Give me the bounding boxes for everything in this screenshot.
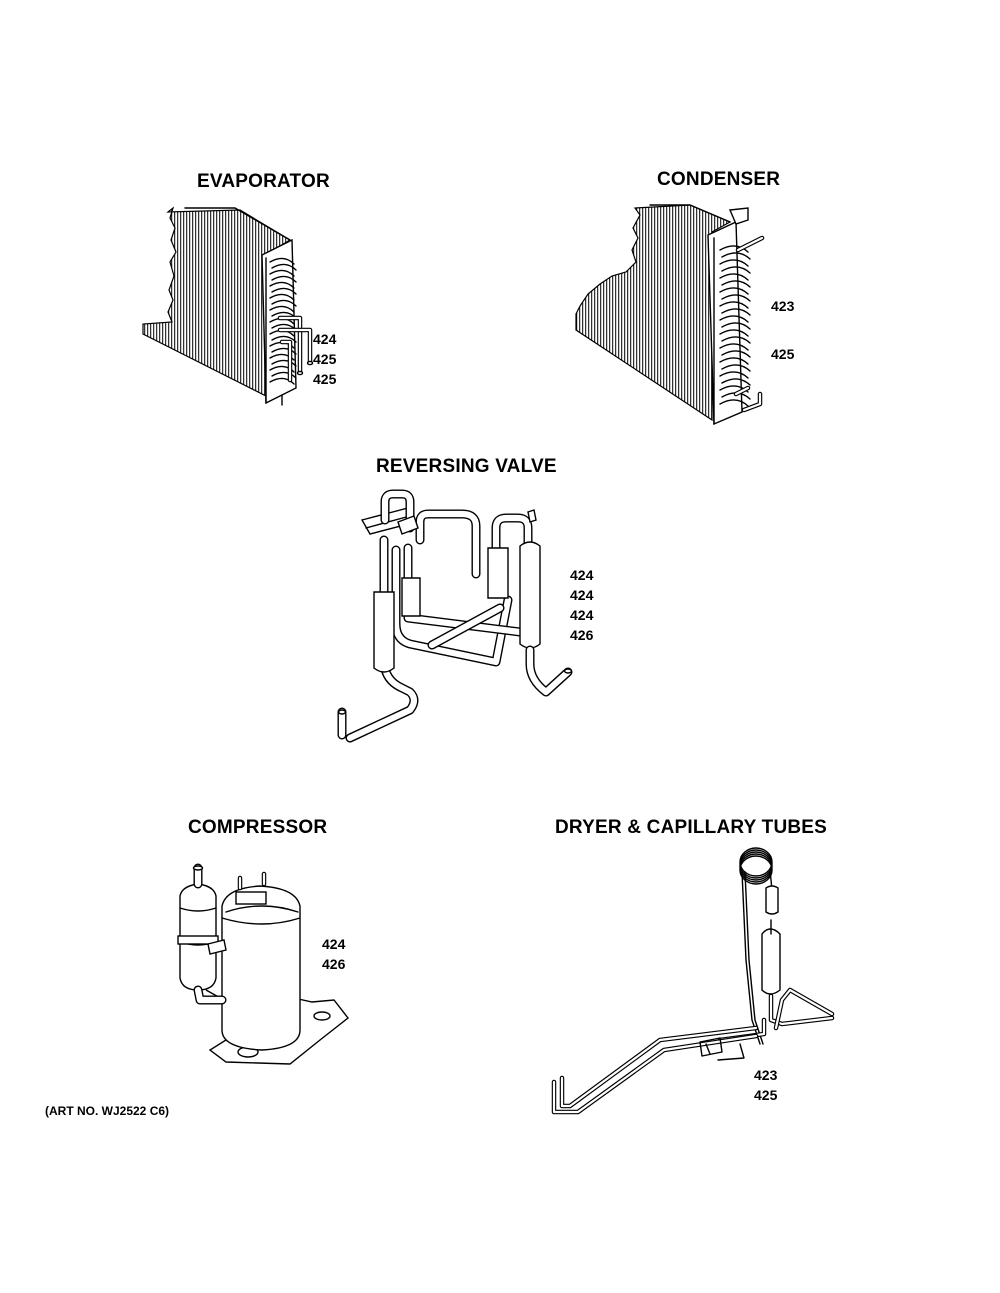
evaporator-drawing [142,206,314,406]
evaporator-part-numbers: 424 425 425 [313,329,336,389]
art-number: (ART NO. WJ2522 C6) [45,1104,170,1118]
part-number: 424 [313,331,337,347]
part-number: 424 [570,587,594,603]
reversing-valve-title: REVERSING VALVE [376,456,557,477]
compressor-title: COMPRESSOR [188,817,328,838]
part-number: 426 [322,956,346,972]
part-number: 425 [313,351,337,367]
part-number: 423 [771,298,795,314]
reversing-valve-drawing [337,489,573,743]
part-number: 424 [322,936,346,952]
evaporator-title: EVAPORATOR [197,171,330,192]
compressor-part-numbers: 424 426 [322,934,345,974]
part-number: 425 [771,346,795,362]
condenser-drawing [575,204,765,426]
compressor-drawing [177,863,349,1065]
part-number: 424 [570,567,594,583]
dryer-part-numbers: 423 425 [754,1065,777,1105]
dryer-capillary-drawing [551,847,835,1115]
dryer-title: DRYER & CAPILLARY TUBES [555,817,828,838]
reversing-valve-part-numbers: 424 424 424 426 [570,565,593,645]
part-number: 426 [570,627,594,643]
part-number: 425 [313,371,337,387]
part-number: 424 [570,607,594,623]
part-number: 425 [754,1087,778,1103]
condenser-title: CONDENSER [657,169,781,190]
part-number: 423 [754,1067,778,1083]
